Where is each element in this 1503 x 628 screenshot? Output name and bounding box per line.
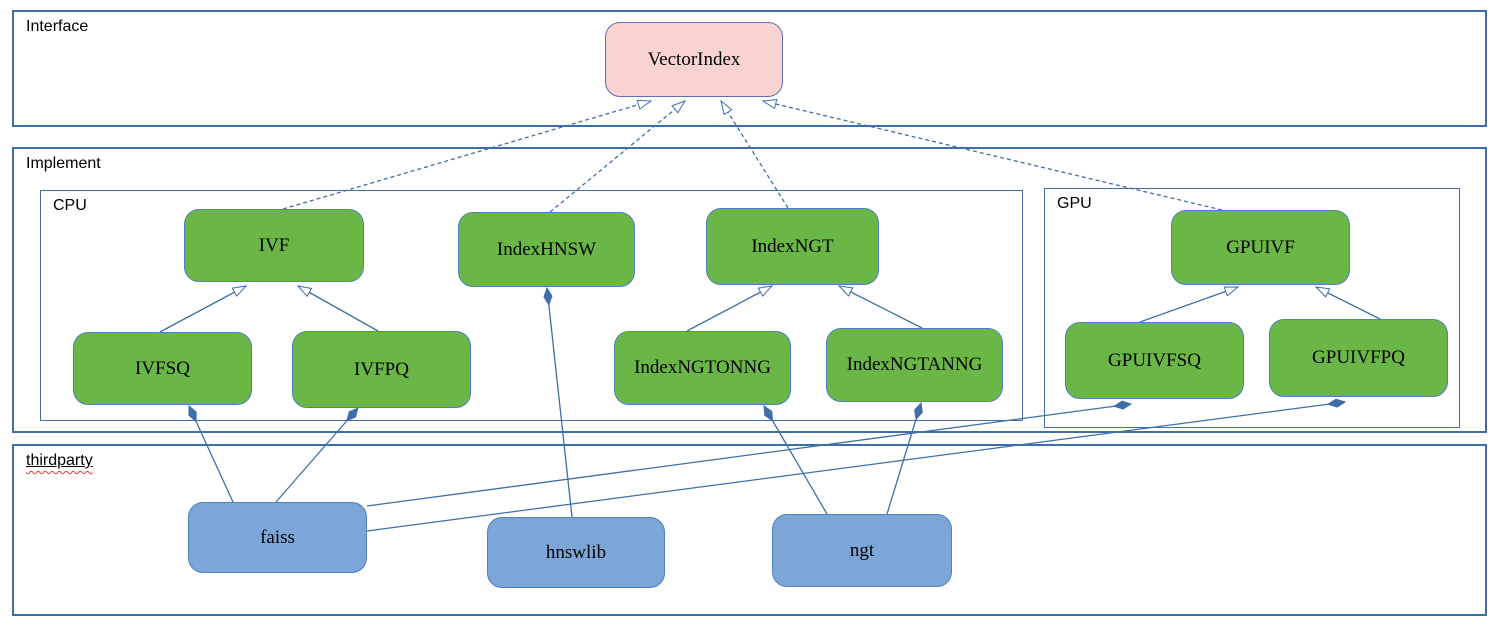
node-label: faiss xyxy=(260,526,295,548)
node-label: GPUIVFSQ xyxy=(1108,349,1201,371)
node-VectorIndex[interactable]: VectorIndex xyxy=(605,22,783,97)
node-label: GPUIVFPQ xyxy=(1312,347,1405,368)
node-hnswlib[interactable]: hnswlib xyxy=(487,517,665,588)
node-faiss[interactable]: faiss xyxy=(188,502,367,573)
node-label: VectorIndex xyxy=(647,48,741,70)
node-label: ngt xyxy=(849,539,875,561)
node-GPUIVF[interactable]: GPUIVF xyxy=(1171,210,1350,285)
spellcheck-squiggle-text: thirdparty xyxy=(26,452,93,469)
node-ngt[interactable]: ngt xyxy=(772,514,952,587)
node-label: hnswlib xyxy=(545,541,607,563)
container-label-interface: Interface xyxy=(26,18,89,35)
node-label: GPUIVF xyxy=(1226,236,1295,258)
node-IVFSQ[interactable]: IVFSQ xyxy=(73,332,252,405)
container-label-implement: Implement xyxy=(26,155,101,172)
node-IndexNGTONNG[interactable]: IndexNGTONNG xyxy=(614,331,791,405)
container-label-thirdparty: thirdparty xyxy=(26,452,93,470)
node-label: IVF xyxy=(258,234,290,256)
node-IVFPQ[interactable]: IVFPQ xyxy=(292,331,471,408)
node-IndexNGT[interactable]: IndexNGT xyxy=(706,208,879,285)
node-GPUIVFPQ[interactable]: GPUIVFPQ xyxy=(1269,319,1448,397)
node-IndexHNSW[interactable]: IndexHNSW xyxy=(458,212,635,287)
node-IndexNGTANNG[interactable]: IndexNGTANNG xyxy=(826,328,1003,402)
node-label: IVFSQ xyxy=(135,357,190,379)
node-label: IndexNGTANNG xyxy=(846,354,983,375)
container-label-gpu: GPU xyxy=(1057,195,1092,212)
node-label: IVFPQ xyxy=(354,358,409,380)
node-IVF[interactable]: IVF xyxy=(184,209,364,282)
container-label-cpu: CPU xyxy=(53,197,87,214)
node-label: IndexHNSW xyxy=(496,238,597,260)
node-label: IndexNGTONNG xyxy=(634,357,771,378)
node-label: IndexNGT xyxy=(751,235,834,257)
node-GPUIVFSQ[interactable]: GPUIVFSQ xyxy=(1065,322,1244,399)
